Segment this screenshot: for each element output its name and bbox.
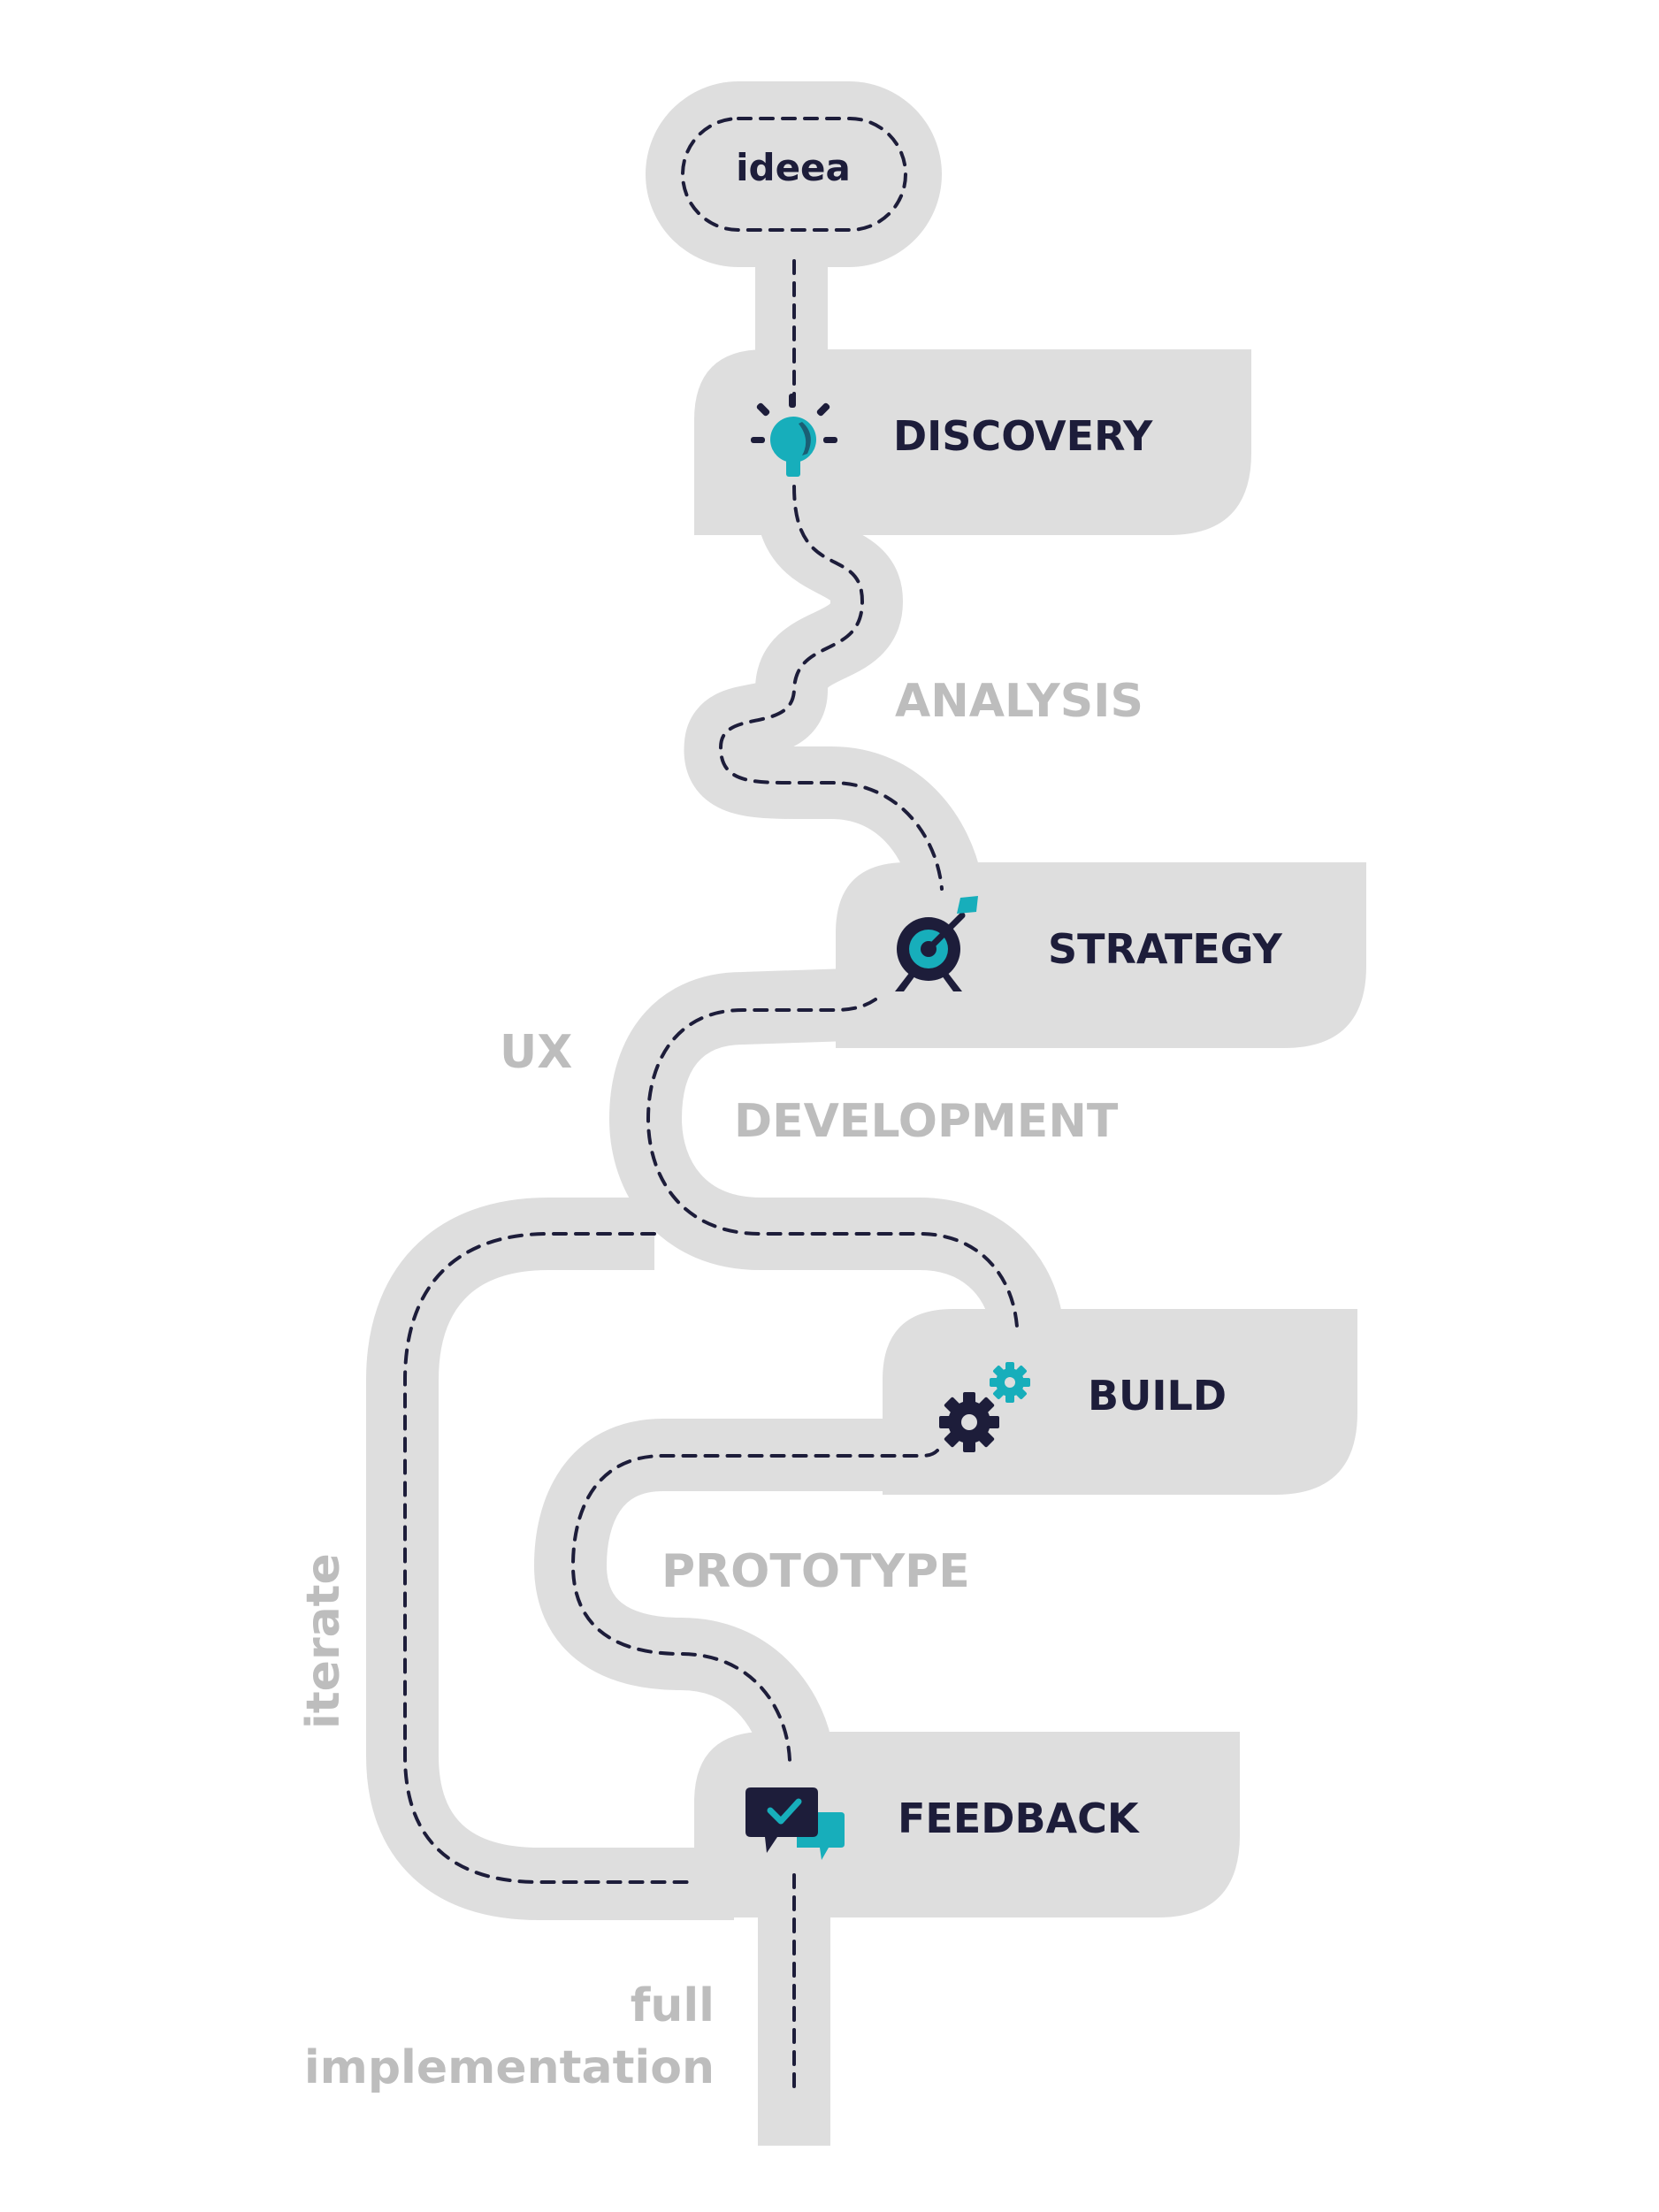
dashed-build-to-feedback [570,1449,939,1762]
road-ux-development [609,968,1062,1327]
phase-label-full: full [631,1979,715,2032]
chat-bubbles-icon [745,1787,845,1860]
stage-label-discovery: DISCOVERY [893,412,1153,460]
target-icon [895,896,978,991]
road-prototype-curve [534,1419,920,1757]
phase-label-implementation: implementation [304,2041,715,2094]
start-label: ideea [736,146,851,189]
dashed-strategy-to-build [646,998,1019,1328]
phase-label-iterate: iterate [297,1553,350,1729]
phase-label-prototype: PROTOTYPE [661,1545,970,1598]
dashed-path-layer [403,117,1019,2098]
start-pill [646,81,942,267]
gears-icon [939,1362,1030,1452]
stage-label-build: BUILD [1088,1372,1227,1420]
stage-box-feedback [694,1732,1240,1917]
phase-label-ux: UX [500,1026,572,1079]
stage-box-build [883,1309,1357,1495]
lightbulb-icon [751,394,837,477]
stage-box-discovery [694,349,1251,535]
dashed-iterate-loop [403,1232,696,1884]
road-analysis-curve [684,493,982,893]
labels-layer: ideea DISCOVERY STRATEGY BUILD FEEDBACK … [297,146,1283,2094]
stage-label-feedback: FEEDBACK [898,1795,1141,1842]
dashed-discovery-to-strategy [718,485,944,891]
stage-label-strategy: STRATEGY [1048,925,1283,973]
start-pill-dashed-outline [681,117,907,232]
icons-layer [745,394,1030,1860]
phase-label-development: DEVELOPMENT [734,1095,1119,1148]
phase-label-analysis: ANALYSIS [895,675,1143,728]
